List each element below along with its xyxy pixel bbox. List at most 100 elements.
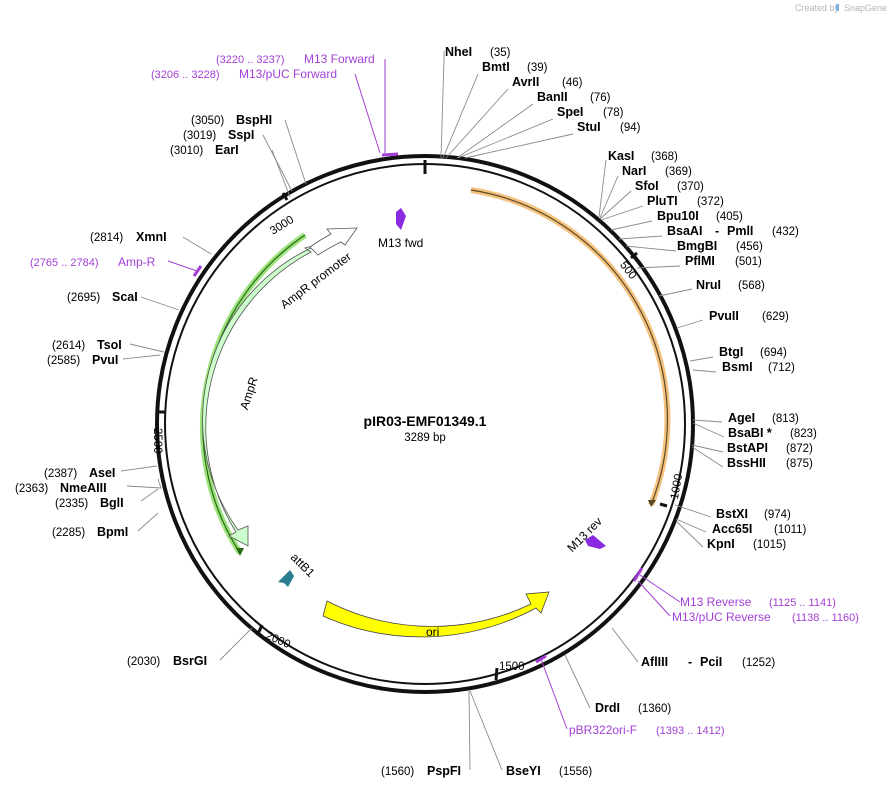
enzyme-pspfi-pos: (1560): [381, 766, 414, 778]
ampr-feature[interactable]: [202, 243, 321, 547]
enzyme-pvuii[interactable]: PvuII: [709, 309, 739, 323]
enzyme-bsabi[interactable]: BsaBI *: [728, 426, 772, 440]
m13-fwd-marker[interactable]: [396, 208, 406, 230]
primer-m13puc-forward[interactable]: M13/pUC Forward: [239, 67, 337, 81]
ori-feature[interactable]: [322, 591, 550, 638]
enzyme-bmti-pos: (39): [527, 62, 548, 74]
enzyme-nmeaiii[interactable]: NmeAIII: [60, 481, 107, 495]
primer-leaders: [167, 59, 681, 730]
tick-1500: 1500: [499, 661, 525, 673]
enzyme-sfoi[interactable]: SfoI: [635, 179, 659, 193]
enzyme-bgli[interactable]: BglI: [100, 496, 124, 510]
enzyme-acc65i-pos: (1011): [774, 524, 807, 536]
enzyme-bmgbi[interactable]: BmgBI: [677, 239, 717, 253]
enzyme-pvui[interactable]: PvuI: [92, 353, 118, 367]
enzyme-asei-pos: (2387): [44, 468, 77, 480]
tick-3000: 3000: [268, 214, 296, 238]
enzyme-bpmi-pos: (2285): [52, 527, 85, 539]
primer-m13-reverse-range: (1125 .. 1141): [769, 597, 836, 609]
tick-1500-mark: [494, 667, 499, 681]
green-arc-arrowhead: [236, 548, 244, 556]
tick-2500: 2500: [151, 428, 163, 454]
primer-m13puc-reverse[interactable]: M13/pUC Reverse: [672, 610, 771, 624]
enzyme-bmgbi-pos: (456): [736, 241, 763, 253]
m13-rev-marker[interactable]: [585, 535, 606, 549]
enzyme-kpni-pos: (1015): [753, 539, 786, 551]
enzyme-pspfi[interactable]: PspFI: [427, 764, 461, 778]
enzyme-acc65i[interactable]: Acc65I: [712, 522, 752, 536]
enzyme-eari[interactable]: EarI: [215, 143, 239, 157]
primer-m13-reverse[interactable]: M13 Reverse: [680, 595, 752, 609]
enzyme-avrii[interactable]: AvrII: [512, 75, 539, 89]
attb1-marker[interactable]: [278, 570, 294, 587]
ampr-promoter-label: AmpR promoter: [278, 249, 354, 311]
enzyme-tsoi-pos: (2614): [52, 340, 85, 352]
orange-arc-arrowhead: [648, 500, 656, 507]
enzyme-xmni-pos: (2814): [90, 232, 123, 244]
enzyme-scai[interactable]: ScaI: [112, 290, 138, 304]
enzyme-avrii-pos: (46): [562, 77, 583, 89]
enzyme-bstapi[interactable]: BstAPI: [727, 441, 768, 455]
enzyme-banii-pos: (76): [590, 92, 611, 104]
enzyme-banii[interactable]: BanII: [537, 90, 568, 104]
enzyme-stui[interactable]: StuI: [577, 120, 601, 134]
snapgene-text: SnapGene: [844, 3, 887, 13]
enzyme-kpni[interactable]: KpnI: [707, 537, 735, 551]
enzyme-bsshii[interactable]: BssHII: [727, 456, 766, 470]
enzyme-nmeaiii-pos: (2363): [15, 483, 48, 495]
enzyme-bstxi-pos: (974): [764, 509, 791, 521]
enzyme-asei[interactable]: AseI: [89, 466, 115, 480]
enzyme-nhei[interactable]: NheI: [445, 45, 472, 59]
enzyme-pluti-pos: (372): [697, 196, 724, 208]
primer-amp-r[interactable]: Amp-R: [118, 255, 156, 269]
enzyme-btgi-pos: (694): [760, 347, 787, 359]
enzyme-bmti[interactable]: BmtI: [482, 60, 510, 74]
m13-forward-mark: [381, 152, 399, 157]
tick-1000: 1000: [669, 473, 685, 500]
enzyme-bsmi-pos: (712): [768, 362, 795, 374]
primer-m13-forward[interactable]: M13 Forward: [304, 52, 375, 66]
primer-pbr322ori-f[interactable]: pBR322ori-F: [569, 723, 637, 737]
enzyme-sspi-pos: (3019): [183, 130, 216, 142]
enzyme-bstxi[interactable]: BstXI: [716, 507, 748, 521]
enzyme-bsrgi[interactable]: BsrGI: [173, 654, 207, 668]
enzyme-pcii[interactable]: PciI: [700, 655, 722, 669]
primer-m13-forward-range: (3220 .. 3237): [216, 54, 285, 66]
enzyme-pmli[interactable]: PmlI: [727, 224, 753, 238]
enzyme-scai-pos: (2695): [67, 292, 100, 304]
ori-label: ori: [426, 625, 439, 639]
enzyme-bpu10i[interactable]: Bpu10I: [657, 209, 699, 223]
tick-2000-mark: [256, 624, 264, 635]
enzyme-drdi[interactable]: DrdI: [595, 701, 620, 715]
enzyme-stui-pos: (94): [620, 122, 641, 134]
orange-feature-arc-line: [470, 189, 669, 506]
enzyme-eari-pos: (3010): [170, 145, 203, 157]
tick-1000-mark: [659, 502, 668, 508]
enzyme-kasi[interactable]: KasI: [608, 149, 634, 163]
enzyme-sspi[interactable]: SspI: [228, 128, 254, 142]
enzyme-pflmi[interactable]: PflMI: [685, 254, 715, 268]
enzyme-pluti[interactable]: PluTI: [647, 194, 678, 208]
primer-m13puc-forward-range: (3206 .. 3228): [151, 69, 220, 81]
enzyme-pcii-pos: (1252): [742, 657, 775, 669]
primer-amp-r-range: (2765 .. 2784): [30, 257, 99, 269]
enzyme-pmli-pos: (432): [772, 226, 799, 238]
enzyme-sfoi-pos: (370): [677, 181, 704, 193]
enzyme-xmni[interactable]: XmnI: [136, 230, 167, 244]
enzyme-bsaai[interactable]: BsaAI: [667, 224, 702, 238]
enzyme-bseyi[interactable]: BseYI: [506, 764, 541, 778]
ampr-promoter-feature[interactable]: [309, 227, 358, 256]
enzyme-nari[interactable]: NarI: [622, 164, 646, 178]
enzyme-bgli-pos: (2335): [55, 498, 88, 510]
enzyme-nrui[interactable]: NruI: [696, 278, 721, 292]
enzyme-spei[interactable]: SpeI: [557, 105, 583, 119]
m13-rev-label: M13 rev: [564, 514, 605, 555]
enzyme-bpmi[interactable]: BpmI: [97, 525, 128, 539]
enzyme-bsphi[interactable]: BspHI: [236, 113, 272, 127]
enzyme-agei[interactable]: AgeI: [728, 411, 755, 425]
enzyme-bsmi[interactable]: BsmI: [722, 360, 753, 374]
enzyme-afliii[interactable]: AflIII: [641, 655, 668, 669]
enzyme-tsoi[interactable]: TsoI: [97, 338, 122, 352]
enzyme-btgi[interactable]: BtgI: [719, 345, 743, 359]
